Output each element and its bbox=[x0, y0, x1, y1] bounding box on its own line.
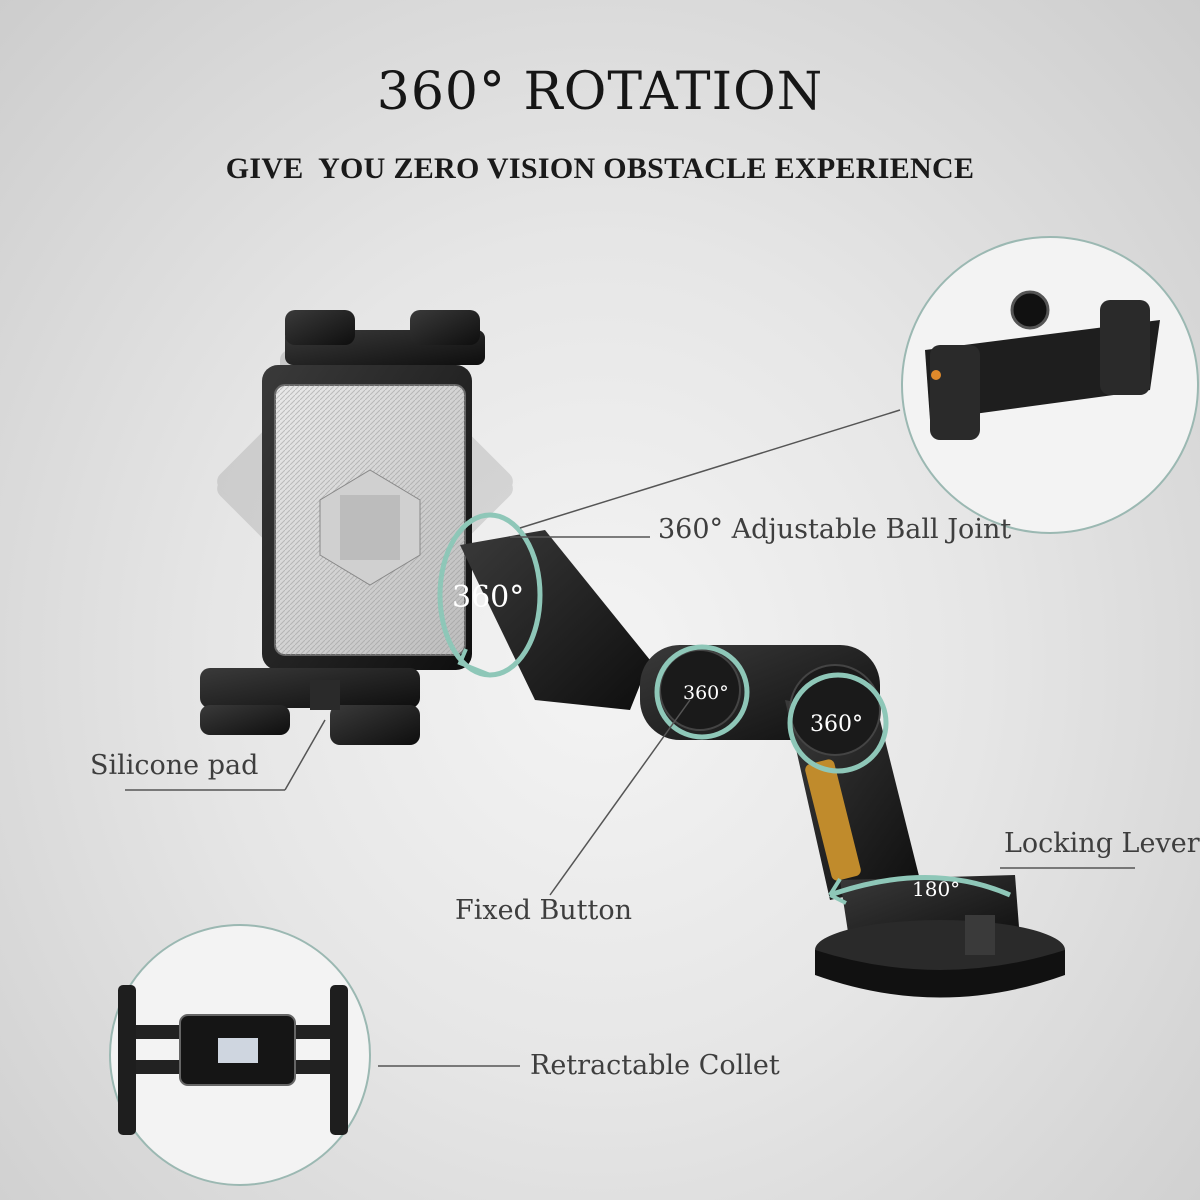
detail-circle-top bbox=[901, 236, 1199, 534]
callout-locking-lever: Locking Lever bbox=[1004, 828, 1200, 859]
badge-elbow-right: 360° bbox=[810, 712, 863, 737]
detail-circle-bottom bbox=[109, 924, 371, 1186]
badge-elbow-left: 360° bbox=[683, 682, 729, 704]
suction-base bbox=[815, 875, 1065, 998]
phone-holder bbox=[200, 310, 485, 745]
callout-retractable-collet: Retractable Collet bbox=[530, 1050, 780, 1081]
badge-base: 180° bbox=[912, 877, 961, 901]
badge-ball-joint: 360° bbox=[452, 580, 525, 615]
page-subtitle: GIVE YOU ZERO VISION OBSTACLE EXPERIENCE bbox=[225, 152, 975, 185]
mount-arm bbox=[460, 530, 920, 900]
callout-silicone-pad: Silicone pad bbox=[90, 750, 259, 781]
callout-ball-joint: 360° Adjustable Ball Joint bbox=[658, 514, 1012, 545]
callout-fixed-button: Fixed Button bbox=[455, 895, 633, 926]
rotation-rings bbox=[437, 512, 1012, 905]
page-title: 360° ROTATION bbox=[376, 62, 824, 122]
callout-lines bbox=[125, 409, 1135, 1067]
